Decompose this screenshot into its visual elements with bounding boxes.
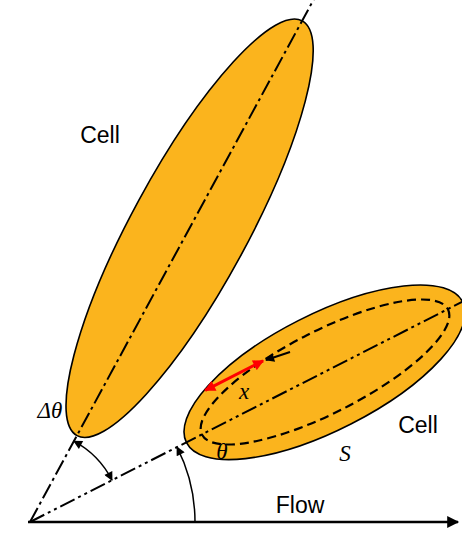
text-holder: S [339, 441, 351, 467]
lower-cell-axis [30, 295, 462, 522]
cell-shape: Cell [181, 282, 462, 463]
figure-label: Flow [276, 492, 325, 519]
figure-label: x [239, 379, 249, 405]
figure-label: Δθ [38, 398, 63, 424]
contact-contour [183, 273, 462, 471]
flow-arrow [28, 521, 458, 524]
text-holder: Δθ [38, 398, 63, 424]
pointer-arrow [266, 352, 290, 360]
text-holder: Flow [276, 492, 325, 519]
upper-cell-axis [30, 0, 316, 522]
delta-theta-arc [74, 441, 112, 480]
cell-label: Cell [398, 412, 438, 439]
text-holder: Cell [80, 122, 120, 149]
length-arrow [205, 361, 263, 391]
text-holder: x [239, 379, 249, 405]
figure-label: θ [216, 439, 227, 465]
text-holder: θ [216, 439, 227, 465]
text-holder: Cell [398, 412, 438, 439]
cell-ellipse [181, 282, 462, 463]
theta-arc [177, 447, 195, 522]
cell-label: Cell [80, 122, 120, 149]
figure-label: S [339, 441, 351, 467]
